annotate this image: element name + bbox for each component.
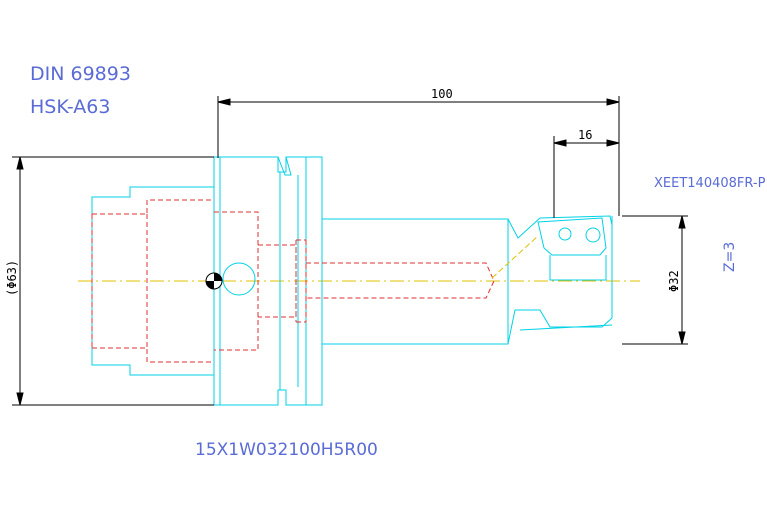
- dimension-lines: [12, 96, 688, 406]
- cutter-length-dim: 16: [578, 128, 592, 142]
- overall-length-dim: 100: [431, 87, 453, 101]
- standard-label: DIN 69893: [30, 63, 131, 85]
- insert-leader-line: [491, 235, 539, 279]
- flange-diameter-dim: (Φ63): [5, 260, 19, 296]
- hidden-lines: [91, 199, 495, 363]
- center-mark-icon: [205, 272, 223, 290]
- interface-label: HSK-A63: [30, 96, 111, 118]
- cutter-diameter-dim: Φ32: [667, 270, 681, 292]
- insert-label: XEET140408FR-P: [654, 176, 766, 191]
- part-number-label: 15X1W032100H5R00: [195, 440, 378, 460]
